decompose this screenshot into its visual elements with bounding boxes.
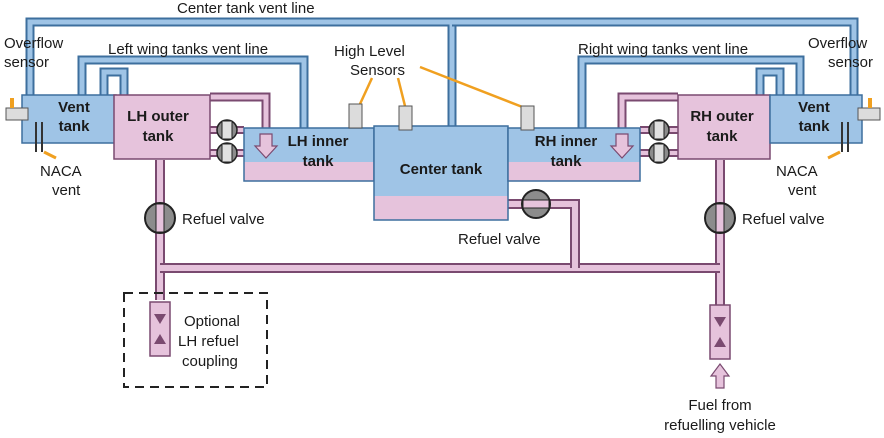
center-tank-vent-line	[25, 17, 859, 128]
center-tank-vent-line-label: Center tank vent line	[177, 0, 315, 17]
rh-inflow-arrow	[609, 133, 635, 159]
rh-inner-tank-label-2: tank	[551, 153, 583, 170]
overflow-sensor-right	[857, 98, 881, 121]
high-level-sensors-label-2: Sensors	[350, 62, 405, 79]
overflow-sensor-left-label-2: sensor	[4, 54, 49, 71]
lh-transfer-valves	[216, 119, 238, 164]
naca-vent-left	[35, 122, 57, 160]
lh-inner-tank-label-1: LH inner	[288, 133, 349, 150]
fuel-source-label-2: refuelling vehicle	[664, 417, 776, 434]
vent-tank-right-label-1: Vent	[798, 99, 830, 116]
overflow-sensor-left-label-1: Overflow	[4, 35, 63, 52]
left-refuel-valve	[144, 202, 176, 234]
overflow-sensor-right-label-2: sensor	[828, 54, 873, 71]
rh-outer-tank: RH outer tank	[677, 94, 771, 160]
naca-vent-right-label-2: vent	[788, 182, 817, 199]
high-level-sensor-leaders	[358, 65, 526, 110]
naca-vent-left-label-1: NACA	[40, 163, 82, 180]
center-refuel-valve-label: Refuel valve	[458, 231, 541, 248]
right-wing-tanks-vent-line-label: Right wing tanks vent line	[578, 41, 748, 58]
optional-lh-refuel-coupling-label-2: LH refuel	[178, 333, 239, 350]
fuel-source-arrow	[709, 363, 731, 389]
high-level-sensor-rh	[520, 105, 535, 131]
overflow-sensor-left	[5, 98, 29, 121]
right-refuel-valve	[704, 202, 736, 234]
lh-outer-tank-label-1: LH outer	[127, 108, 189, 125]
vent-tank-left-label-1: Vent	[58, 99, 90, 116]
rh-outer-tank-label-1: RH outer	[690, 108, 753, 125]
optional-lh-refuel-coupling-label-1: Optional	[184, 313, 240, 330]
lh-inflow-arrow	[253, 133, 279, 159]
vent-tank-left-label-2: tank	[59, 118, 91, 135]
center-tank-label: Center tank	[400, 161, 483, 178]
lh-outer-tank: LH outer tank	[113, 94, 211, 160]
vent-tank-left: Vent tank	[21, 94, 117, 144]
left-wing-tanks-vent-line-label: Left wing tanks vent line	[108, 41, 268, 58]
high-level-sensors-label-1: High Level	[334, 43, 405, 60]
rh-refuel-coupling	[709, 304, 731, 360]
rh-transfer-valves	[648, 119, 670, 164]
naca-vent-right-label-1: NACA	[776, 163, 818, 180]
vent-tank-right-label-2: tank	[799, 118, 831, 135]
center-refuel-valve	[521, 189, 551, 219]
overflow-sensor-right-label-1: Overflow	[808, 35, 867, 52]
fuel-source-label-1: Fuel from	[688, 397, 751, 414]
naca-vent-left-label-2: vent	[52, 182, 81, 199]
optional-lh-refuel-coupling	[123, 292, 268, 388]
rh-outer-tank-label-2: tank	[707, 128, 739, 145]
lh-inner-tank-label-2: tank	[303, 153, 335, 170]
optional-lh-refuel-coupling-label-3: coupling	[182, 353, 238, 370]
high-level-sensor-lh	[348, 103, 363, 129]
left-refuel-valve-label: Refuel valve	[182, 211, 265, 228]
right-refuel-valve-label: Refuel valve	[742, 211, 825, 228]
high-level-sensor-center	[398, 105, 413, 131]
left-wing-tanks-vent-line	[77, 55, 309, 128]
right-wing-tanks-vent-line	[577, 55, 805, 128]
naca-vent-right	[827, 122, 849, 160]
center-tank: Center tank	[373, 125, 509, 221]
rh-inner-tank-label-1: RH inner	[535, 133, 598, 150]
lh-outer-tank-label-2: tank	[143, 128, 175, 145]
